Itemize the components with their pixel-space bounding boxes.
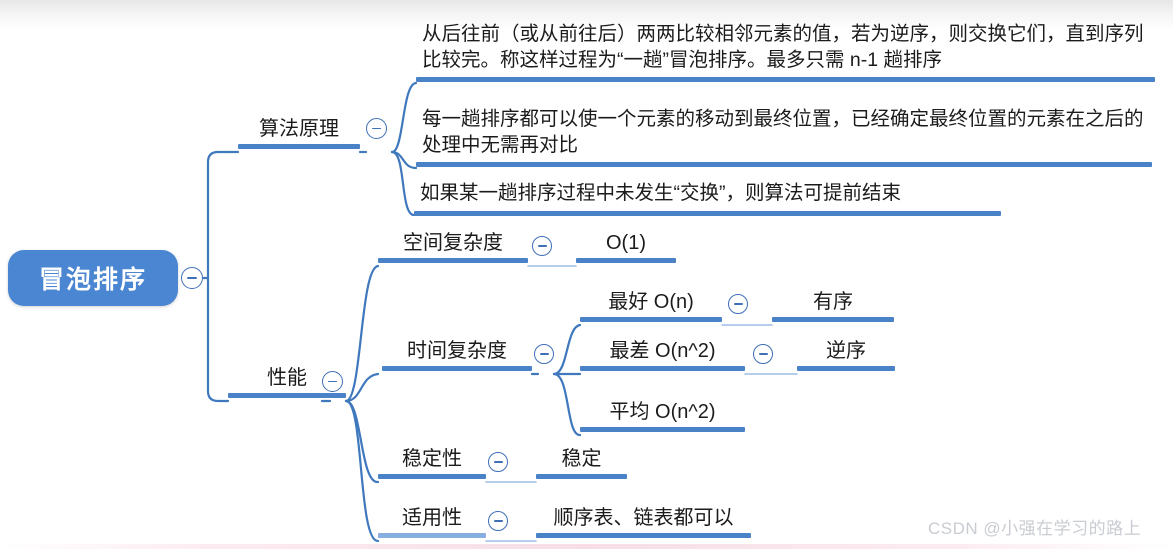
- minus-icon: [539, 353, 549, 355]
- node-time-worst-label: 最差 O(n^2): [609, 340, 716, 362]
- minus-icon: [537, 245, 547, 247]
- node-underline-bar: [580, 366, 745, 372]
- node-underline-bar: [378, 258, 528, 264]
- leaf-node-principle-1[interactable]: 从后往前（或从前往后）两两比较相邻元素的值，若为逆序，则交换它们，直到序列比较完…: [416, 22, 1155, 83]
- applicability-collapse-toggle[interactable]: [488, 511, 508, 531]
- csdn-watermark-text: CSDN @小强在学习的路上: [928, 519, 1142, 538]
- node-time-complexity-label: 时间复杂度: [407, 340, 507, 362]
- branch-node-performance[interactable]: 性能: [228, 365, 346, 399]
- leaf-node-space-value[interactable]: O(1): [576, 230, 676, 264]
- node-time-worst[interactable]: 最差 O(n^2): [580, 338, 745, 372]
- node-underline-bar: [378, 533, 486, 539]
- node-underline-bar: [797, 366, 895, 372]
- leaf-node-time-worst-case-label: 逆序: [826, 340, 866, 362]
- branch-node-performance-label: 性能: [267, 367, 307, 389]
- time-complexity-collapse-toggle[interactable]: [534, 344, 554, 364]
- node-applicability[interactable]: 适用性: [378, 505, 486, 539]
- node-time-complexity[interactable]: 时间复杂度: [382, 338, 532, 372]
- node-time-best-label: 最好 O(n): [608, 291, 694, 313]
- time-best-collapse-toggle[interactable]: [728, 294, 748, 314]
- node-underline-bar: [416, 77, 1155, 83]
- csdn-watermark: CSDN @小强在学习的路上: [928, 514, 1141, 539]
- leaf-node-space-value-label: O(1): [606, 232, 646, 254]
- minus-icon: [187, 277, 197, 279]
- node-applicability-label: 适用性: [402, 507, 462, 529]
- node-underline-bar: [238, 144, 360, 150]
- minus-icon: [758, 353, 768, 355]
- minus-icon: [493, 520, 503, 522]
- branch-node-principle[interactable]: 算法原理: [238, 116, 360, 150]
- node-space-complexity[interactable]: 空间复杂度: [378, 230, 528, 264]
- leaf-node-principle-3[interactable]: 如果某一趟排序过程中未发生“交换”，则算法可提前结束: [414, 181, 1001, 216]
- leaf-node-time-average-label: 平均 O(n^2): [609, 401, 716, 423]
- leaf-node-principle-2-label: 每一趟排序都可以使一个元素的移动到最终位置，已经确定最终位置的元素在之后的处理中…: [422, 108, 1144, 156]
- node-underline-bar: [772, 317, 894, 323]
- node-underline-bar: [536, 474, 627, 480]
- branch-node-principle-label: 算法原理: [259, 118, 339, 140]
- performance-collapse-toggle[interactable]: [322, 371, 343, 392]
- minus-icon: [733, 303, 743, 305]
- root-node[interactable]: 冒泡排序: [8, 250, 178, 306]
- node-stability-label: 稳定性: [402, 448, 462, 470]
- node-underline-bar: [416, 162, 1152, 168]
- leaf-node-time-best-case-label: 有序: [813, 291, 853, 313]
- minus-icon: [372, 127, 381, 130]
- stability-collapse-toggle[interactable]: [488, 452, 508, 472]
- leaf-node-applicability-value-label: 顺序表、链表都可以: [553, 507, 734, 529]
- leaf-node-time-worst-case[interactable]: 逆序: [797, 338, 895, 372]
- node-underline-bar: [580, 427, 745, 433]
- node-underline-bar: [414, 210, 1001, 216]
- root-collapse-toggle[interactable]: [181, 267, 203, 289]
- leaf-node-time-best-case[interactable]: 有序: [772, 289, 894, 323]
- root-node-label: 冒泡排序: [38, 266, 147, 294]
- node-underline-bar: [228, 393, 346, 399]
- leaf-node-principle-2[interactable]: 每一趟排序都可以使一个元素的移动到最终位置，已经确定最终位置的元素在之后的处理中…: [416, 107, 1152, 168]
- space-complexity-collapse-toggle[interactable]: [532, 236, 552, 256]
- node-time-best[interactable]: 最好 O(n): [580, 289, 722, 323]
- node-underline-bar: [382, 366, 532, 372]
- leaf-node-stability-value-label: 稳定: [561, 448, 602, 470]
- minus-icon: [328, 380, 337, 383]
- minus-icon: [493, 461, 503, 463]
- leaf-node-principle-1-label: 从后往前（或从前往后）两两比较相邻元素的值，若为逆序，则交换它们，直到序列比较完…: [422, 23, 1144, 71]
- leaf-node-principle-3-label: 如果某一趟排序过程中未发生“交换”，则算法可提前结束: [420, 182, 901, 204]
- node-underline-bar: [378, 474, 486, 480]
- time-worst-collapse-toggle[interactable]: [753, 344, 773, 364]
- principle-collapse-toggle[interactable]: [366, 118, 387, 139]
- node-underline-bar: [580, 317, 722, 323]
- node-space-complexity-label: 空间复杂度: [403, 232, 503, 254]
- leaf-node-time-average[interactable]: 平均 O(n^2): [580, 399, 745, 433]
- node-underline-bar: [576, 258, 676, 264]
- node-stability[interactable]: 稳定性: [378, 446, 486, 480]
- leaf-node-stability-value[interactable]: 稳定: [536, 446, 627, 480]
- leaf-node-applicability-value[interactable]: 顺序表、链表都可以: [536, 505, 751, 539]
- node-underline-bar: [536, 533, 751, 539]
